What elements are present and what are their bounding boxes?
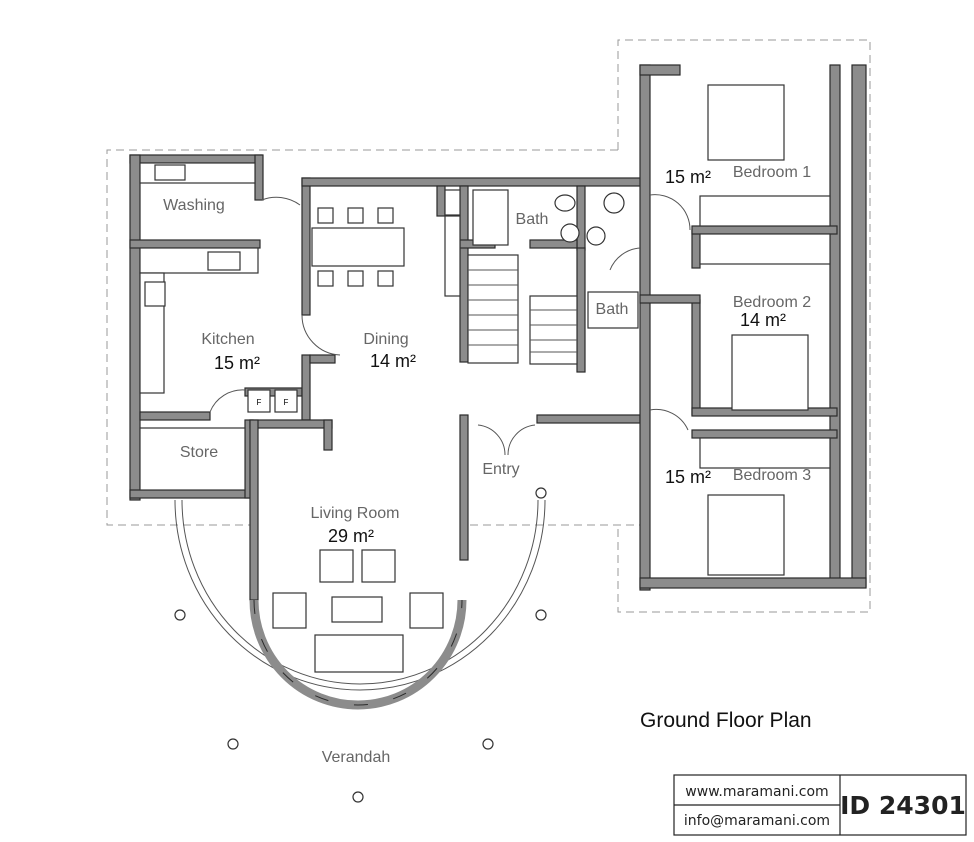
toilet-icon bbox=[554, 194, 576, 212]
room-area-kitchen: 15 m² bbox=[214, 353, 260, 373]
room-area-living: 29 m² bbox=[328, 526, 374, 546]
roof-outline bbox=[106, 39, 871, 613]
basin-icon bbox=[560, 223, 580, 243]
room-label-dining: Dining bbox=[363, 331, 408, 348]
title-block: www.maramani.com info@maramani.com ID 24… bbox=[673, 774, 967, 836]
bed-icon bbox=[731, 334, 809, 411]
toilet-icon bbox=[603, 192, 625, 214]
basin-icon bbox=[586, 226, 606, 246]
room-labels: Washing Kitchen 15 m² Store Dining 14 m²… bbox=[163, 164, 811, 766]
room-area-bedroom-1: 15 m² bbox=[665, 167, 711, 187]
email-link: info@maramani.com bbox=[684, 813, 830, 829]
wardrobe bbox=[699, 233, 831, 265]
room-area-bedroom-3: 15 m² bbox=[665, 467, 711, 487]
plan-id: ID 24301 bbox=[840, 791, 966, 820]
armchair-icon bbox=[361, 549, 396, 583]
armchair-icon bbox=[319, 549, 354, 583]
bed-icon bbox=[707, 494, 785, 576]
stairs bbox=[467, 254, 578, 365]
furniture: F F bbox=[139, 84, 831, 673]
stove-icon bbox=[144, 281, 166, 307]
fridge-icon bbox=[274, 389, 298, 413]
room-label-kitchen: Kitchen bbox=[201, 331, 254, 348]
shower-icon bbox=[587, 291, 639, 329]
website-link: www.maramani.com bbox=[685, 784, 828, 800]
fridge-label: F bbox=[257, 398, 262, 407]
room-label-living: Living Room bbox=[311, 505, 400, 522]
bed-icon bbox=[707, 84, 785, 161]
room-label-verandah: Verandah bbox=[322, 749, 391, 766]
room-label-bath-1: Bath bbox=[516, 211, 549, 228]
sofa-icon bbox=[314, 634, 404, 673]
column-icon bbox=[174, 487, 547, 803]
room-label-entry: Entry bbox=[482, 461, 519, 478]
chair-icon bbox=[317, 207, 394, 287]
verandah-structure bbox=[174, 487, 547, 803]
wardrobe bbox=[699, 195, 831, 227]
wardrobe bbox=[699, 437, 831, 469]
dining-table bbox=[311, 227, 405, 267]
coffee-table bbox=[331, 596, 383, 623]
room-label-washing: Washing bbox=[163, 197, 225, 214]
room-label-bath-2: Bath bbox=[596, 301, 629, 318]
fridge-label: F bbox=[284, 398, 289, 407]
room-label-bedroom-3: Bedroom 3 bbox=[733, 467, 811, 484]
fridge-icon bbox=[247, 389, 271, 413]
room-label-bedroom-1: Bedroom 1 bbox=[733, 164, 811, 181]
room-area-dining: 14 m² bbox=[370, 351, 416, 371]
bathtub-icon bbox=[472, 189, 509, 246]
plan-title: Ground Floor Plan bbox=[640, 709, 812, 732]
sink-icon bbox=[154, 164, 186, 181]
sink-icon bbox=[207, 251, 241, 271]
armchair-icon bbox=[272, 592, 307, 629]
room-label-store: Store bbox=[180, 444, 218, 461]
armchair-icon bbox=[409, 592, 444, 629]
room-label-bedroom-2: Bedroom 2 bbox=[733, 294, 811, 311]
room-area-bedroom-2: 14 m² bbox=[740, 310, 786, 330]
